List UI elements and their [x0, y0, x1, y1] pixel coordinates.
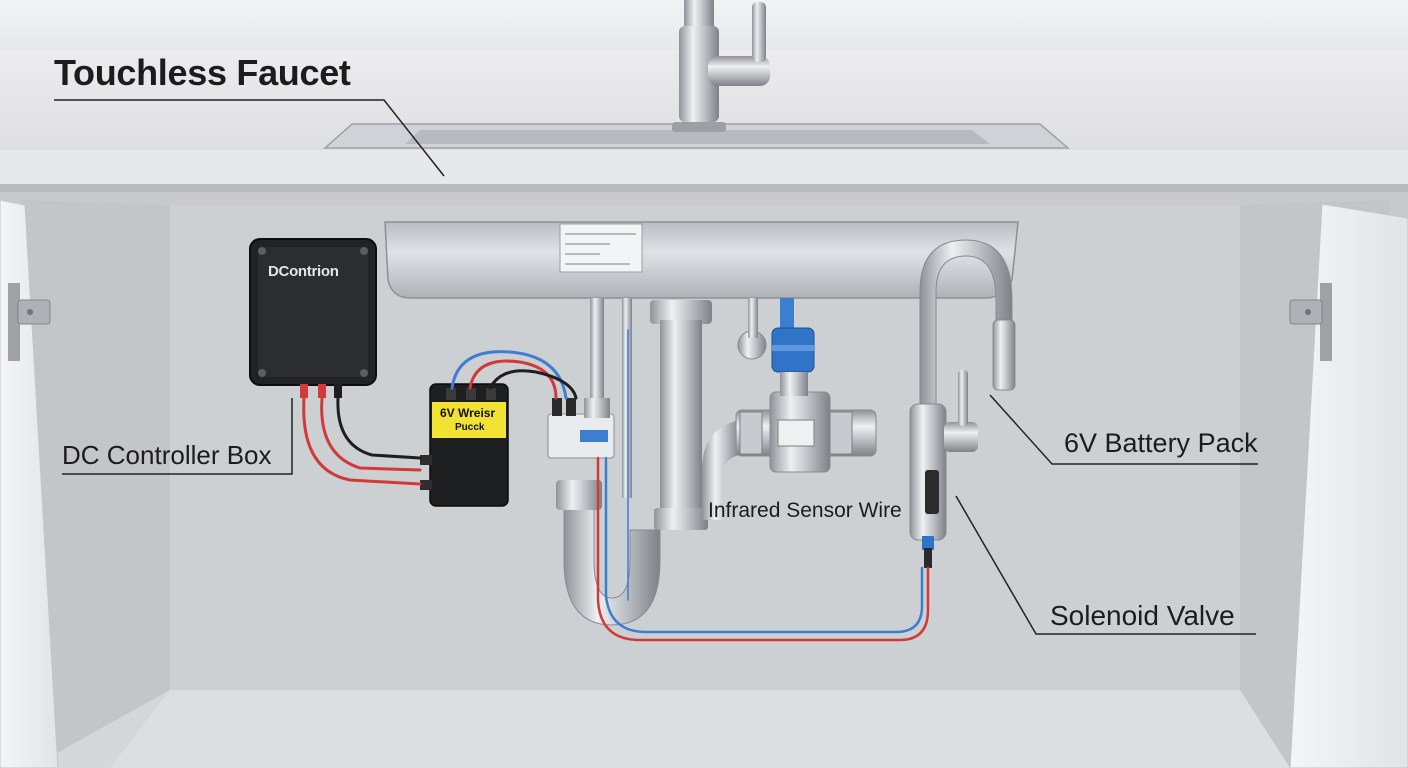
cabinet-floor [110, 690, 1290, 768]
supply-line-right [622, 298, 632, 498]
label-battery-pack: 6V Battery Pack [1064, 428, 1258, 459]
controller-brand-text: DContrion [268, 263, 339, 280]
battery-pack [420, 384, 508, 506]
battery-label-line2: Pucck [455, 422, 484, 433]
supply-line-left [590, 298, 604, 408]
countertop-edge [0, 150, 1408, 186]
battery-label-line1: 6V Wreisr [440, 406, 495, 420]
label-solenoid-valve: Solenoid Valve [1050, 600, 1235, 632]
label-touchless-faucet: Touchless Faucet [54, 52, 351, 94]
label-infrared-sensor-wire: Infrared Sensor Wire [708, 499, 902, 523]
label-dc-controller-box: DC Controller Box [62, 440, 272, 471]
